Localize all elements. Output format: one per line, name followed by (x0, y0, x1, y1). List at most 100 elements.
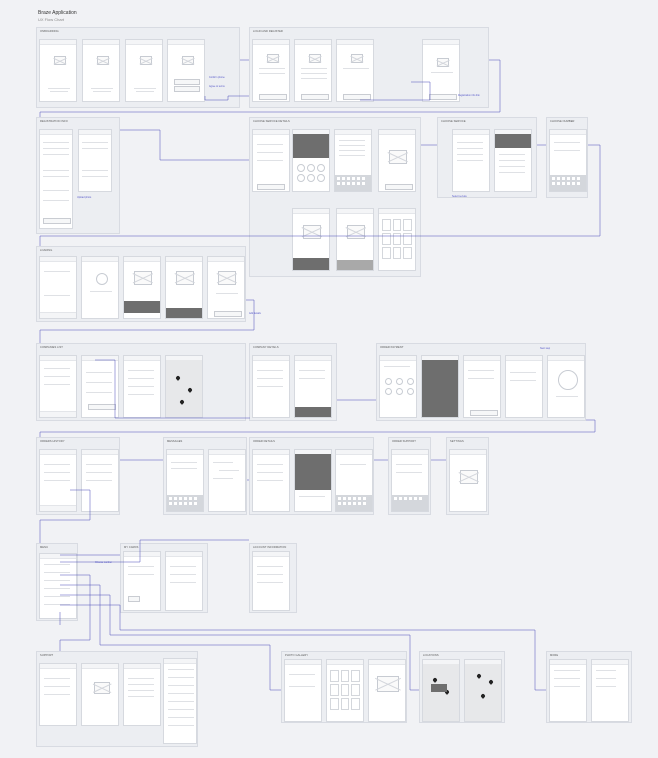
section-order-details: ORDER DETAILS (249, 437, 374, 515)
screen-onboarding-1 (39, 39, 77, 102)
section-order-support: ORDER SUPPORT (388, 437, 431, 515)
screen-messages-chat (208, 449, 246, 512)
screen-camera (292, 208, 330, 271)
section-messages: MESSAGES (163, 437, 247, 515)
section-title: CHOOSE NUMBER (550, 120, 575, 123)
screen-menu (39, 553, 77, 619)
section-title: LOCATIONS (423, 654, 439, 657)
section-orders-history: ORDERS HISTORY (36, 437, 120, 515)
section-title: ACCOUNT INFORMATION (253, 546, 287, 549)
section-login-register: LOGIN AND REGISTER Registration info lin… (249, 27, 489, 108)
section-account-info: ACCOUNT INFORMATION (249, 543, 297, 613)
section-registration-info: REGISTRATION INFO Upload photo (36, 117, 120, 234)
screen-companies-map (165, 355, 203, 418)
annotation: Upload photo (77, 196, 92, 199)
section-title: ORDER PAYMENT (380, 346, 404, 349)
screen-payment-keypad (379, 355, 417, 418)
screen-photo-preview (336, 208, 374, 271)
section-title: MORE (550, 654, 559, 657)
section-photo-gallery: PHOTO GALLERY (281, 651, 407, 723)
screen-gallery-photo (368, 659, 406, 722)
section-companies-list: COMPANIES LIST (36, 343, 246, 421)
section-company-details: COMPANY DETAILS (249, 343, 337, 421)
section-title: MESSAGES (167, 440, 183, 443)
screen-order-action (294, 449, 332, 512)
screen-welcome (422, 39, 460, 102)
screen-orders-detail (81, 449, 119, 512)
screen-verify (336, 39, 374, 102)
screen-registration-details (78, 129, 112, 192)
screen-companies-2 (81, 355, 119, 418)
screen-login (252, 39, 290, 102)
diagram-header: Braze Application UX Flow Chart (38, 10, 77, 22)
section-title: SUPPORT (40, 654, 54, 657)
screen-locations-map (422, 659, 460, 722)
screen-onboarding-3 (125, 39, 163, 102)
section-title: MENU (40, 546, 49, 549)
annotation: Registration info link (458, 94, 480, 97)
section-locations: LOCATIONS (419, 651, 505, 723)
section-more: MORE (546, 651, 632, 723)
screen-account (252, 551, 290, 611)
screen-loading-5 (207, 256, 245, 319)
screen-support-4 (163, 658, 197, 744)
screen-company-info (252, 355, 290, 418)
section-title: COMPANIES LIST (40, 346, 63, 349)
screen-service-options (452, 129, 490, 192)
section-title: ORDER DETAILS (253, 440, 276, 443)
screen-order-info (252, 449, 290, 512)
section-support: SUPPORT (36, 651, 198, 747)
section-title: CHOOSE SERVICE DETAILS (253, 120, 290, 123)
screen-onboarding-4 (167, 39, 205, 102)
screen-service-photo (378, 129, 416, 192)
screen-gallery-1 (284, 659, 322, 722)
section-title: MY CARDS (124, 546, 139, 549)
screen-loading-2 (81, 256, 119, 319)
screen-gallery-grid (326, 659, 364, 722)
annotation: Choose number (95, 561, 113, 564)
screen-registration-form (39, 129, 73, 229)
section-title: ORDERS HISTORY (40, 440, 65, 443)
section-loading: LOADING Add details (36, 246, 261, 322)
section-title: ONBOARDING (40, 30, 59, 33)
section-my-cards: MY CARDS Choose number (95, 543, 208, 613)
section-title: SETTINGS (450, 440, 464, 443)
screen-service-details (252, 129, 290, 192)
screen-cards-list (123, 551, 161, 611)
section-choose-service-details: CHOOSE SERVICE DETAILS (249, 117, 421, 277)
screen-companies-1 (39, 355, 77, 418)
screen-support-2 (81, 663, 119, 726)
screen-service-dropdown (494, 129, 532, 192)
screen-register (294, 39, 332, 102)
screen-support-3 (123, 663, 161, 726)
section-settings: SETTINGS (446, 437, 489, 515)
screen-settings (449, 449, 487, 512)
screen-number-keypad (549, 129, 587, 192)
screen-locations-map-2 (464, 659, 502, 722)
screen-more-toggles (591, 659, 629, 722)
annotation: Select service (452, 195, 467, 198)
screen-card-add (165, 551, 203, 611)
section-onboarding: ONBOARDING Confirm phone Agree to terms (36, 27, 240, 108)
annotation: Add details (249, 312, 261, 315)
screen-loading-3 (123, 256, 161, 319)
screen-payment-confirm (421, 355, 459, 418)
annotation: Confirm phone (209, 76, 225, 79)
screen-more-list (549, 659, 587, 722)
screen-orders-list (39, 449, 77, 512)
screen-loading-1 (39, 256, 77, 319)
section-title: LOADING (40, 249, 53, 252)
screen-service-list (334, 129, 372, 192)
diagram-title: Braze Application (38, 10, 77, 16)
section-menu: MENU (36, 543, 78, 621)
screen-service-picker (292, 129, 330, 192)
screen-onboarding-2 (82, 39, 120, 102)
section-choose-service: CHOOSE SERVICE Select service (437, 117, 537, 198)
screen-order-keyboard (335, 449, 373, 512)
screen-photo-grid (378, 208, 416, 271)
section-title: COMPANY DETAILS (253, 346, 279, 349)
screen-payment-done (547, 355, 585, 418)
screen-companies-3 (123, 355, 161, 418)
section-order-payment: ORDER PAYMENT Next step (376, 343, 586, 421)
